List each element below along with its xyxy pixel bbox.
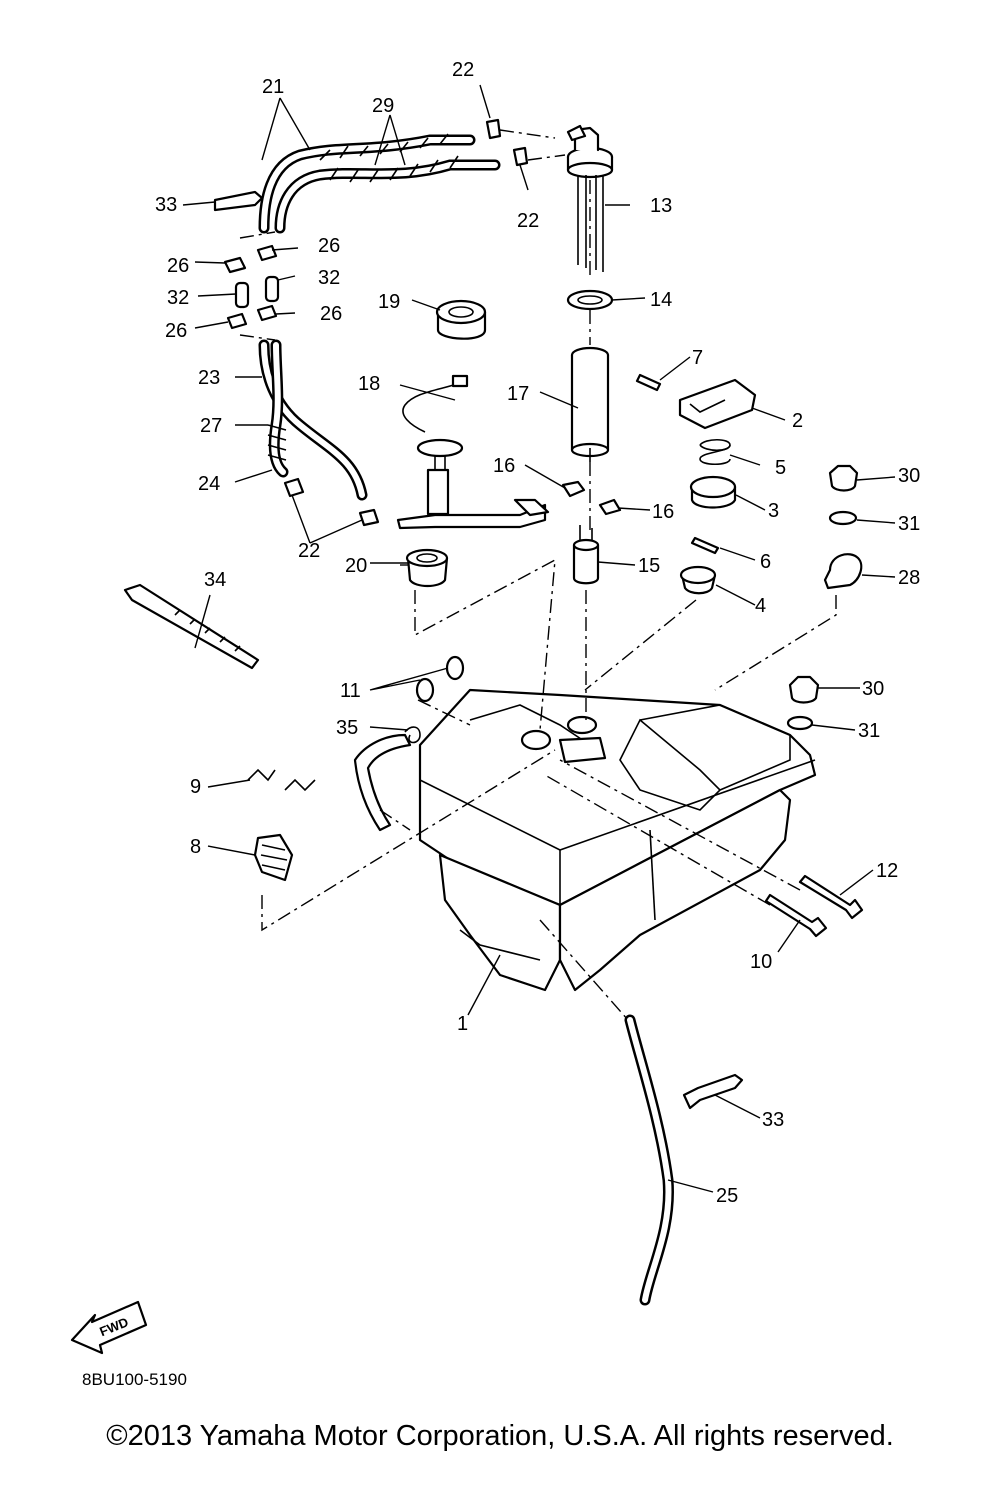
callout-21: 21 — [262, 76, 284, 98]
callout-24: 24 — [198, 473, 220, 495]
copyright-notice: ©2013 Yamaha Motor Corporation, U.S.A. A… — [106, 1420, 894, 1452]
callout-28: 28 — [898, 567, 920, 589]
callout-26a: 26 — [167, 255, 189, 277]
callout-35: 35 — [336, 717, 358, 739]
callout-26b: 26 — [318, 235, 340, 257]
callout-34: 34 — [204, 569, 226, 591]
fuel-filter — [572, 525, 600, 585]
callout-22c: 22 — [298, 540, 320, 562]
callout-12: 12 — [876, 860, 898, 882]
callout-20: 20 — [345, 555, 367, 577]
callout-9: 9 — [190, 776, 201, 798]
fuel-sender-unit — [396, 374, 550, 530]
callout-13: 13 — [650, 195, 672, 217]
callout-29: 29 — [372, 95, 394, 117]
callout-16b: 16 — [652, 501, 674, 523]
bolts — [764, 874, 864, 938]
callout-33a: 33 — [155, 194, 177, 216]
hose-clamps — [561, 480, 622, 516]
band-clamp — [823, 553, 863, 590]
callout-30a: 30 — [898, 465, 920, 487]
diagram-code: 8BU100-5190 — [82, 1370, 187, 1389]
callout-1: 1 — [457, 1013, 468, 1035]
forward-arrow-icon: FWD — [70, 1300, 148, 1355]
callout-23: 23 — [198, 367, 220, 389]
callout-32a: 32 — [167, 287, 189, 309]
callout-31a: 31 — [898, 513, 920, 535]
callout-16a: 16 — [493, 455, 515, 477]
callout-4: 4 — [755, 595, 766, 617]
damper — [689, 475, 737, 509]
callout-6: 6 — [760, 551, 771, 573]
vent-hoses — [258, 133, 501, 234]
callout-22b: 22 — [517, 210, 539, 232]
callout-2: 2 — [792, 410, 803, 432]
callout-32b: 32 — [318, 267, 340, 289]
fuel-tank — [353, 688, 817, 992]
tie-straps — [123, 190, 744, 1110]
damper-grommet — [679, 565, 717, 595]
callout-26d: 26 — [320, 303, 342, 325]
nuts-and-washers — [786, 464, 859, 731]
spring — [699, 438, 731, 466]
hose-clips — [283, 118, 529, 527]
breather-hoses — [258, 339, 674, 1306]
callout-25: 25 — [716, 1185, 738, 1207]
callout-33b: 33 — [762, 1109, 784, 1131]
callout-15: 15 — [638, 555, 660, 577]
gauge-guide-tube — [570, 346, 610, 462]
callout-8: 8 — [190, 836, 201, 858]
callout-numbers: 1 2 3 4 5 6 7 8 9 10 11 12 13 14 15 16 1… — [155, 59, 920, 1207]
callout-5: 5 — [775, 457, 786, 479]
callout-27: 27 — [200, 415, 222, 437]
gasket — [566, 289, 614, 311]
misc-clips — [247, 655, 465, 882]
callout-14: 14 — [650, 289, 672, 311]
fuel-cock-assembly — [566, 124, 614, 272]
callout-22a: 22 — [452, 59, 474, 81]
callout-7: 7 — [692, 347, 703, 369]
pins — [635, 373, 720, 555]
bracket — [678, 378, 757, 430]
callout-30b: 30 — [862, 678, 884, 700]
callout-31b: 31 — [858, 720, 880, 742]
assembly-lines — [239, 129, 837, 1021]
filler-cap — [435, 299, 487, 340]
callout-19: 19 — [378, 291, 400, 313]
callout-18: 18 — [358, 373, 380, 395]
callout-10: 10 — [750, 951, 772, 973]
callout-3: 3 — [768, 500, 779, 522]
tank-top-fittings — [520, 715, 607, 764]
callout-11: 11 — [340, 680, 361, 702]
callout-26c: 26 — [165, 320, 187, 342]
leader-lines — [182, 84, 896, 1193]
grommet — [405, 548, 449, 588]
hose-fittings — [223, 244, 280, 330]
callout-17: 17 — [507, 383, 529, 405]
